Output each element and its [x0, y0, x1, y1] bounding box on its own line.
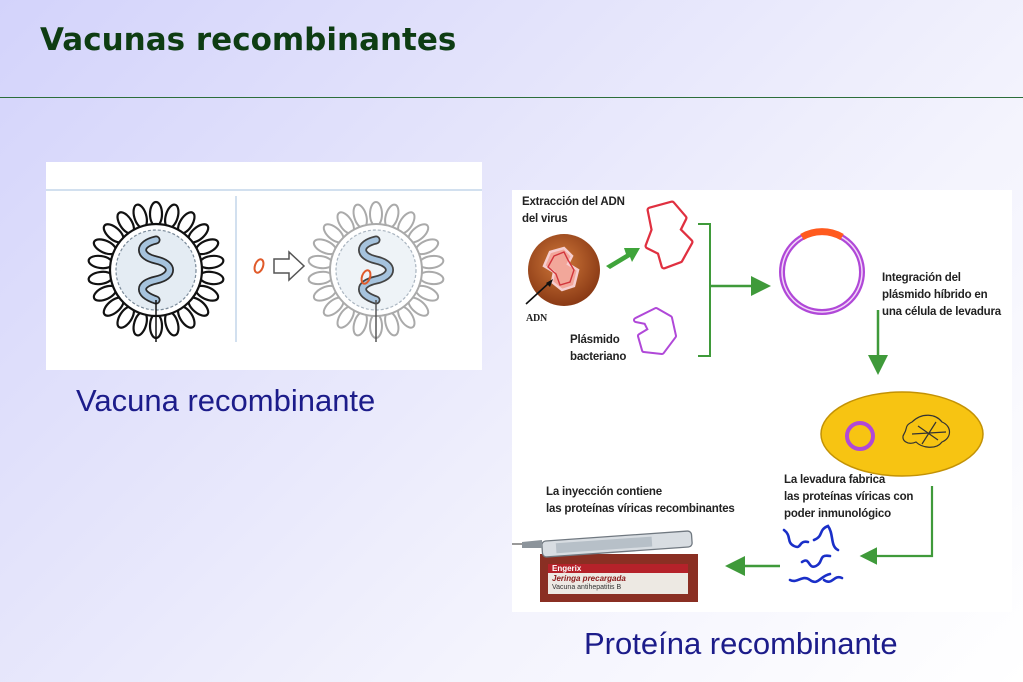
recombinant-virus-icon — [307, 201, 445, 342]
bracket-icon — [698, 223, 711, 357]
yeast-cell-icon — [820, 391, 984, 477]
recombinant-proteins-icon — [782, 524, 844, 584]
gene-fragment-icon — [253, 258, 265, 274]
syringe-product-image — [512, 530, 698, 602]
process-diagram-graphics — [512, 200, 984, 602]
label-yeast-production: La levadura fabrica las proteínas vírica… — [784, 474, 914, 520]
label-bacterial-plasmid: Plásmido bacteriano — [570, 334, 627, 363]
syringe-line1-label: Jeringa precargada — [552, 574, 626, 583]
vaccine-illustration — [46, 189, 482, 342]
arrow-to-proteins-icon — [859, 486, 934, 565]
arrow-right-icon — [273, 250, 306, 282]
slide-title: Vacunas recombinantes — [40, 22, 457, 58]
arrow-to-dna-icon — [606, 248, 640, 269]
caption-recombinant-vaccine: Vacuna recombinante — [76, 383, 376, 418]
caption-recombinant-protein: Proteína recombinante — [584, 626, 898, 661]
protein-process-diagram: Extracción del ADN del virus ADN Plásmid… — [512, 190, 1012, 612]
label-integration: Integración del plásmido híbrido en una … — [882, 272, 1001, 318]
syringe-brand-label: Engerix — [552, 564, 582, 573]
label-dna-extraction: Extracción del ADN del virus — [522, 196, 625, 225]
title-divider — [0, 97, 1023, 98]
virus-icon — [87, 200, 225, 342]
hybrid-plasmid-icon — [779, 228, 865, 315]
label-injection: La inyección contiene las proteínas víri… — [546, 486, 735, 515]
label-dna: ADN — [526, 313, 548, 324]
syringe-line2-label: Vacuna antihepatitis B — [552, 584, 622, 591]
vaccine-illustration-panel — [46, 162, 482, 370]
virus-dna-icon — [525, 234, 600, 306]
